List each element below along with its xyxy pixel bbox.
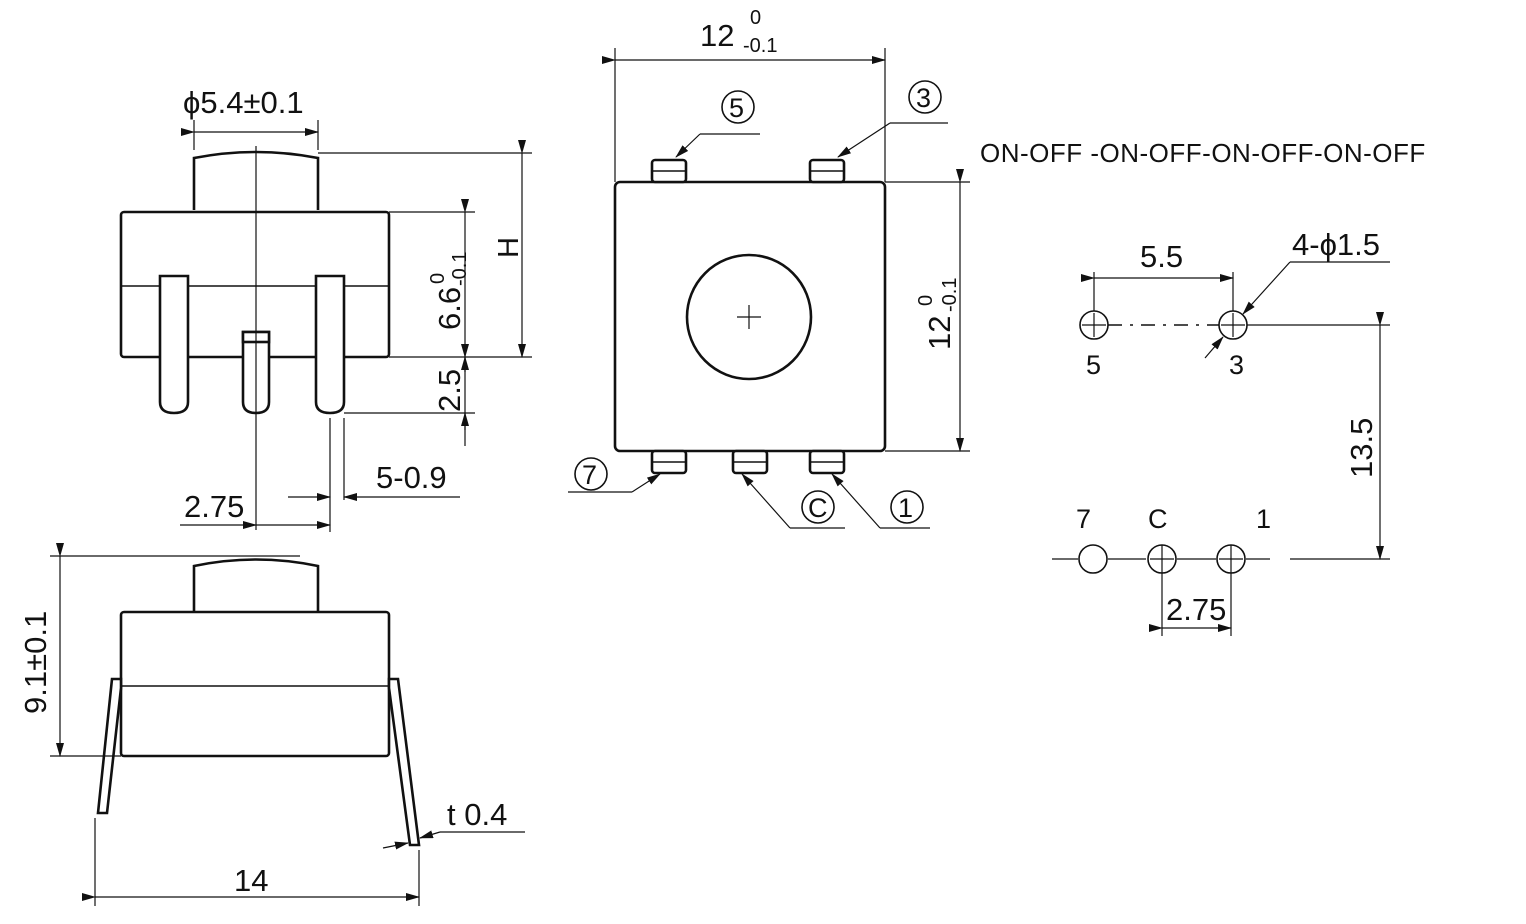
svg-text:3: 3 [916, 83, 931, 113]
switch-body-bottom [119, 610, 391, 758]
dim-overall-height: 9.1±0.1 [18, 611, 53, 714]
dim-width-upper: 0 [750, 7, 761, 29]
side-view-bottom: 9.1±0.1 t 0.4 14 [18, 543, 525, 906]
dim-width-lower: -0.1 [743, 35, 777, 57]
pin-callout-5: 5 [675, 90, 760, 158]
dim-height-upper: 0 [915, 295, 937, 306]
dim-diameter: ϕ5.4±0.1 [183, 85, 304, 120]
actuator-bottom [192, 558, 320, 611]
side-view-top: ϕ5.4±0.1 H 6.6 0 -0.1 2.5 5-0.9 2.75 [119, 85, 532, 532]
dim-body-height-lower: -0.1 [449, 252, 471, 286]
dim-bottom-pitch: 2.75 [1166, 592, 1226, 627]
dim-body-height-upper: 0 [427, 273, 449, 284]
dim-pin-pitch: 2.75 [184, 489, 244, 524]
dim-hole-spacing: 5.5 [1140, 239, 1183, 274]
label-bottom-c: C [1148, 504, 1168, 534]
pin-callout-7: 7 [568, 457, 661, 493]
label-bottom-7: 7 [1076, 504, 1091, 534]
dim-lead-thickness: t 0.4 [447, 797, 507, 832]
dim-row-spacing: 13.5 [1344, 418, 1379, 478]
dim-h: H [493, 237, 525, 258]
hole-7 [1078, 544, 1108, 574]
pin-callout-1: 1 [831, 473, 930, 529]
dim-overall-width: 14 [234, 863, 268, 898]
dim-width-base: 12 [700, 18, 734, 53]
dim-pin-width: 5-0.9 [376, 460, 447, 495]
pin-callout-c: C [741, 473, 845, 529]
dim-height-lower: -0.1 [939, 278, 961, 312]
pcb-footprint: 5.5 4-ϕ1.5 5 3 13.5 7 C 1 2.75 [1052, 227, 1390, 636]
svg-text:C: C [808, 493, 828, 523]
dim-hole-diameter: 4-ϕ1.5 [1292, 227, 1380, 262]
label-bottom-1: 1 [1256, 504, 1271, 534]
top-view: 12 0 -0.1 12 0 -0.1 5 3 7 [568, 7, 970, 529]
switching-mode-text: ON-OFF -ON-OFF-ON-OFF-ON-OFF [980, 138, 1426, 168]
dim-pin-length: 2.5 [432, 369, 467, 412]
svg-text:5: 5 [729, 93, 744, 123]
label-top-3: 3 [1229, 350, 1244, 380]
dim-height-base: 12 [922, 316, 957, 350]
svg-text:7: 7 [582, 460, 597, 490]
svg-text:1: 1 [898, 493, 913, 523]
label-top-5: 5 [1086, 350, 1101, 380]
dim-body-height-base: 6.6 [432, 287, 467, 330]
pin-callout-3: 3 [837, 80, 948, 158]
